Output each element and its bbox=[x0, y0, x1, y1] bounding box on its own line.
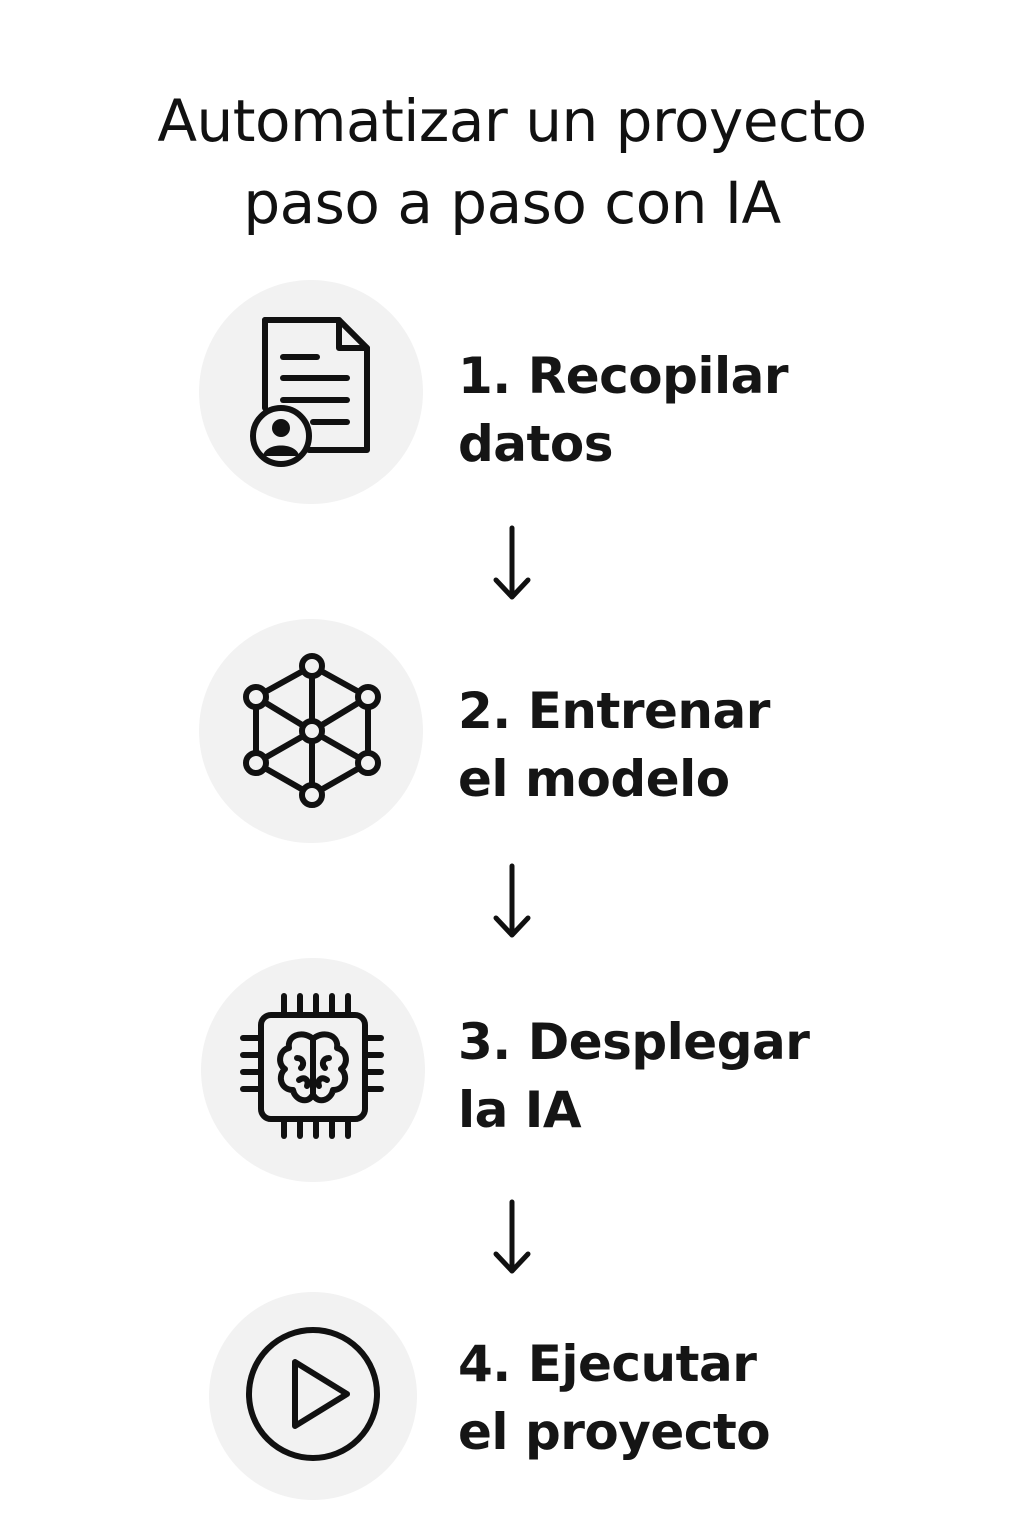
step-4-label: 4. Ejecutar el proyecto bbox=[458, 1330, 771, 1466]
network-graph-icon bbox=[243, 653, 381, 808]
step-1-circle bbox=[199, 280, 423, 504]
step-1-subtitle: datos bbox=[458, 415, 614, 473]
step-3-title: 3. Desplegar bbox=[458, 1013, 810, 1071]
step-4-circle bbox=[209, 1292, 417, 1500]
step-2-label: 2. Entrenar el modelo bbox=[458, 677, 770, 813]
step-1-label: 1. Recopilar datos bbox=[458, 342, 789, 478]
step-3-circle bbox=[201, 958, 425, 1182]
step-2-title: 2. Entrenar bbox=[458, 682, 770, 740]
arrow-down-icon bbox=[493, 525, 531, 600]
page-title: Automatizar un proyecto paso a paso con … bbox=[0, 80, 1024, 244]
step-2-circle bbox=[199, 619, 423, 843]
step-4-subtitle: el proyecto bbox=[458, 1403, 771, 1461]
brain-chip-icon bbox=[240, 993, 384, 1139]
step-2-subtitle: el modelo bbox=[458, 750, 730, 808]
play-icon bbox=[246, 1327, 380, 1461]
step-3-subtitle: la IA bbox=[458, 1081, 582, 1139]
step-4-title: 4. Ejecutar bbox=[458, 1335, 757, 1393]
arrow-down-icon bbox=[493, 863, 531, 938]
step-3-label: 3. Desplegar la IA bbox=[458, 1008, 810, 1144]
document-user-icon bbox=[250, 317, 370, 467]
title-line-1: Automatizar un proyecto bbox=[157, 87, 867, 155]
step-1-title: 1. Recopilar bbox=[458, 347, 789, 405]
title-line-2: paso a paso con IA bbox=[243, 169, 781, 237]
arrow-down-icon bbox=[493, 1199, 531, 1274]
